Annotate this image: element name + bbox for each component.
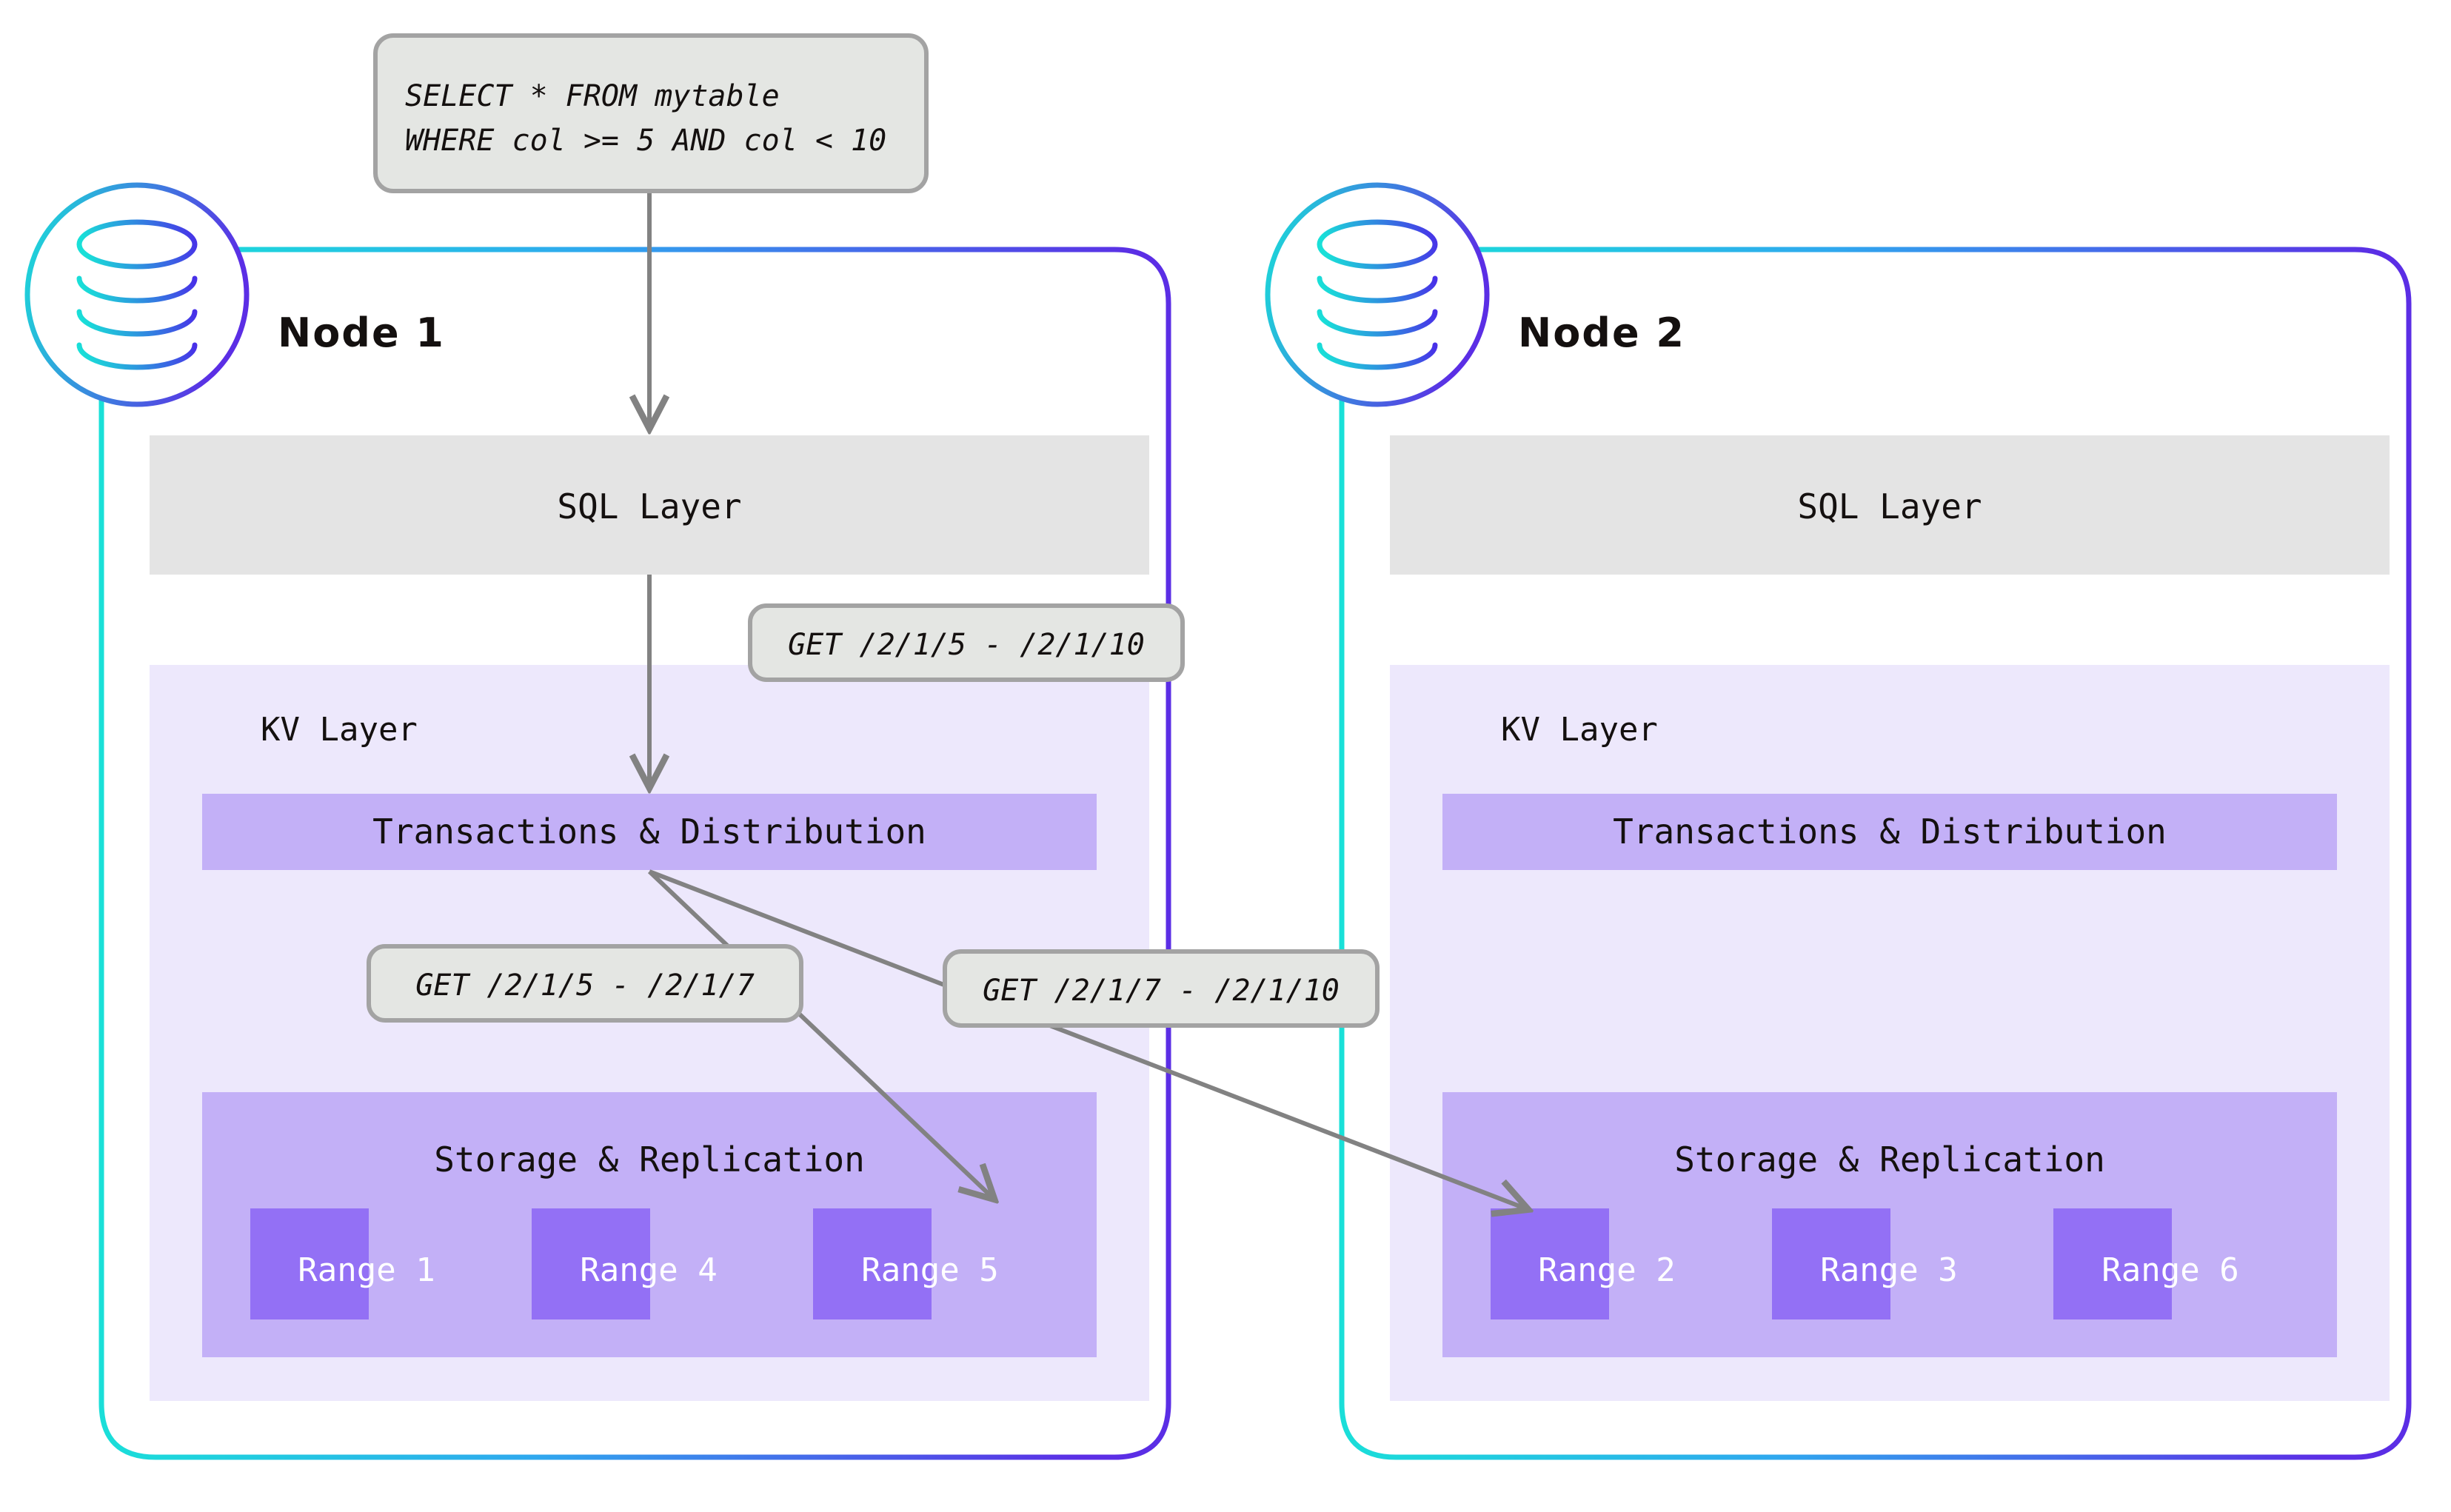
node-2-circle-outline [1265, 182, 1490, 407]
node-1-storage-repl-label: Storage & Replication [434, 1140, 865, 1180]
node-2-container: Node 2 SQL Layer KV Layer Transactions &… [1265, 182, 2412, 1460]
get-callout-left-label: GET /2/1/5 - /2/1/7 [415, 969, 755, 1003]
get-callout-left-box [367, 944, 803, 1023]
node-2-sql-layer-label: SQL Layer [1797, 486, 1982, 526]
node-1-container: Node 1 SQL Layer KV Layer Transactions &… [24, 182, 1171, 1460]
node-1-title: Node 1 [278, 310, 445, 356]
node-2-sql-layer-box [1390, 435, 2390, 575]
node-2-txn-dist-label: Transactions & Distribution [1613, 812, 2167, 852]
node-1-sql-layer-label: SQL Layer [557, 486, 741, 526]
database-cylinder-icon [1317, 219, 1438, 370]
node-2-title: Node 2 [1518, 310, 1685, 356]
node-1-range-label-0: Range 1 [298, 1251, 435, 1289]
node-1-circle-outline [24, 182, 250, 407]
get-callout-right-label: GET /2/1/7 - /2/1/10 [983, 974, 1340, 1008]
node-1-range-box-1[interactable] [532, 1208, 650, 1319]
node-2-range-box-1[interactable] [1772, 1208, 1890, 1319]
get-callout-right: GET /2/1/7 - /2/1/10 [943, 949, 1380, 1028]
node-1-txn-dist-box [202, 794, 1097, 870]
get-callout-top: GET /2/1/5 - /2/1/10 [748, 603, 1185, 682]
get-callout-right-box [943, 949, 1380, 1028]
node-2-range-label-2: Range 6 [2101, 1251, 2238, 1289]
node-2-range-box-0[interactable] [1491, 1208, 1609, 1319]
node-1-kv-layer-label: KV Layer [261, 711, 418, 749]
arrow-txn-to-range-5 [647, 869, 992, 1197]
node-2-range-box-2[interactable] [2053, 1208, 2172, 1319]
node-2-storage-repl-label: Storage & Replication [1674, 1140, 2105, 1180]
node-2-kv-layer-label: KV Layer [1501, 711, 1658, 749]
node-1-txn-dist-label: Transactions & Distribution [372, 812, 926, 852]
get-callout-left: GET /2/1/5 - /2/1/7 [367, 944, 803, 1023]
node-1-range-label-2: Range 5 [861, 1251, 998, 1289]
sql-query-box [373, 33, 929, 193]
node-1-range-box-2[interactable] [813, 1208, 932, 1319]
node-1-range-label-1: Range 4 [580, 1251, 717, 1289]
sql-query-callout: SELECT * FROM mytable WHERE col >= 5 AND… [373, 33, 929, 193]
arrow-txn-to-range-2 [648, 869, 1525, 1208]
get-callout-top-label: GET /2/1/5 - /2/1/10 [788, 628, 1145, 662]
sql-query-line-1: SELECT * FROM mytable [405, 79, 780, 113]
node-2-range-label-1: Range 3 [1820, 1251, 1957, 1289]
sql-query-line-2: WHERE col >= 5 AND col < 10 [405, 124, 886, 158]
get-callout-top-box [748, 603, 1185, 682]
node-2-range-label-0: Range 2 [1538, 1251, 1675, 1289]
node-2-txn-dist-box [1442, 794, 2337, 870]
node-1-range-box-0[interactable] [250, 1208, 369, 1319]
node-2-database-badge [1265, 182, 1490, 407]
database-cylinder-icon [76, 219, 198, 370]
node-1-database-badge [24, 182, 250, 407]
flow-arrows [649, 191, 1525, 1208]
node-1-sql-layer-box [150, 435, 1149, 575]
